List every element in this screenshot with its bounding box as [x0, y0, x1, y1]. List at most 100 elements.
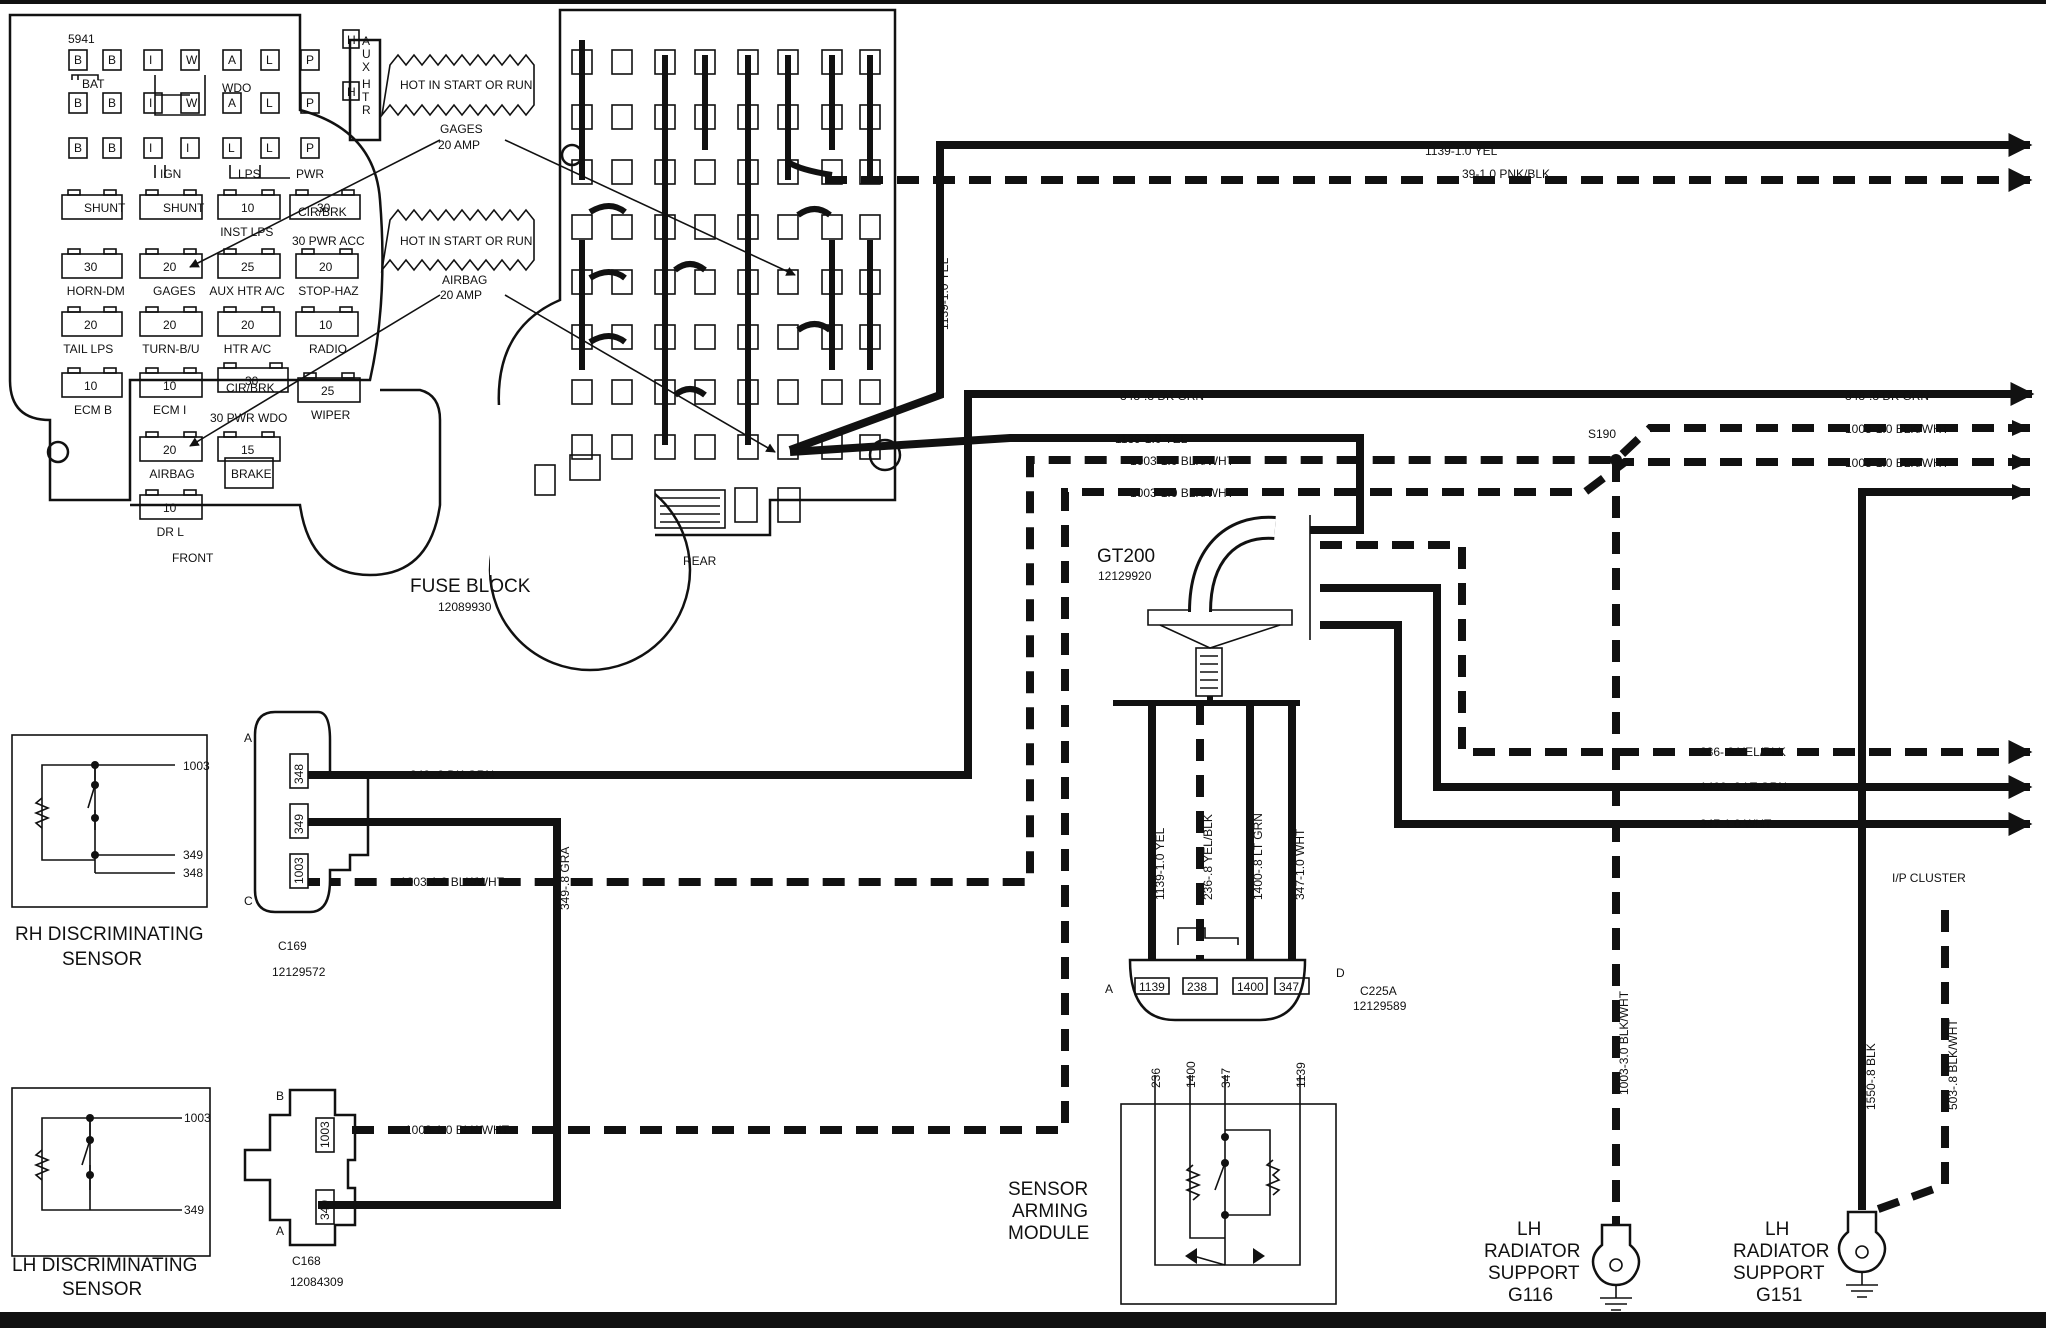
g151-label-4: G151	[1756, 1285, 1802, 1306]
sensor-arming-module: 236 1400 347 1139 SENSOR ARMING MODULE	[1008, 1061, 1337, 1305]
gages-leader-rear	[504, 139, 796, 276]
c225a-pin-box	[1232, 977, 1268, 995]
rh-pin-349: 349	[183, 848, 203, 862]
wdo-label: WDO	[222, 81, 251, 95]
rear-jumpers	[588, 159, 833, 398]
pwr-wdo-label: 30 PWR WDO	[210, 411, 287, 425]
c169-pin-num: 348	[292, 764, 306, 784]
rear-terminal	[694, 159, 716, 185]
sam-box	[1120, 1103, 1337, 1305]
c168-pin-box	[315, 1117, 335, 1153]
sam-label-1: SENSOR	[1008, 1179, 1088, 1200]
terminal-letter: A	[228, 53, 236, 67]
wire-1003-b: 1003-1.0 BLK/WHT 1003-1.0 BLK/WHT 1003-1…	[345, 456, 2030, 1137]
fuse-wiper	[297, 377, 361, 403]
terminal-box	[102, 49, 122, 71]
terminal-box	[102, 137, 122, 159]
fuse-gages	[139, 253, 203, 279]
wire-1003-3-label: 1003-3.0 BLK/WHT	[1617, 990, 1631, 1095]
cir-brk-2-label: CIR/BRK	[226, 381, 275, 395]
fuse-ecm-i-label: ECM I	[153, 403, 186, 417]
fuse-block-code: 5941	[68, 32, 95, 46]
c168-label: C168	[292, 1254, 321, 1268]
fuse-airbag-label: AIRBAG	[149, 467, 194, 481]
fuse-ecm-i	[139, 372, 203, 398]
fuse-radio-label: RADIO	[309, 342, 347, 356]
fuse-horn-value: 30	[84, 260, 98, 274]
c168-outline	[243, 1088, 357, 1247]
fuse-turn-value: 20	[163, 318, 177, 332]
wire-1003-c168-label: 1003-1.0 BLK/WHT	[405, 1123, 510, 1137]
htr-letter-t: T	[362, 90, 370, 104]
c225a-pin-num: 1400	[1237, 980, 1264, 994]
lh-sensor: 1003 349 LH DISCRIMINATING SENSOR	[11, 1087, 211, 1300]
wire-503: I/P CLUSTER 503-.8 BLK/WHT	[1868, 871, 1966, 1216]
c225a-pin-box	[1274, 977, 1310, 995]
fuse-radio-value: 10	[319, 318, 333, 332]
terminal-letter: I	[149, 96, 152, 110]
fuse-tail	[61, 311, 123, 337]
rear-terminal	[821, 379, 843, 405]
g116-label-3: SUPPORT	[1488, 1263, 1580, 1284]
terminal-box	[180, 49, 200, 71]
terminal-letter: B	[108, 96, 116, 110]
hot-text-2: HOT IN START OR RUN	[400, 234, 532, 248]
wire-1139-yel-top: 1139-1.0 YEL 1139-1.0 YEL	[788, 133, 2033, 454]
rear-terminal	[694, 214, 716, 240]
rear-label: REAR	[683, 554, 717, 568]
c225a-wire-1400: 1400-.8 LT GRN	[1251, 813, 1265, 900]
rear-terminal	[821, 214, 843, 240]
wire-1139-to-sam: 1139-1.0 YEL	[789, 432, 1364, 534]
terminal-box	[260, 92, 280, 114]
fuse-block-title: FUSE BLOCK	[410, 576, 531, 597]
fuse-brake-label: BRAKE	[231, 467, 272, 481]
terminal-box	[300, 92, 320, 114]
wire-1003-c169-label: 1003-1.0 BLK/WHT	[400, 875, 505, 889]
rear-terminal	[859, 214, 881, 240]
splice-s190: S190 1003-3.0 BLK/WHT	[1588, 427, 1631, 1225]
rear-relay	[654, 489, 726, 529]
fuse-wiper-value: 25	[321, 384, 335, 398]
gt200: GT200 12129920	[1097, 515, 1311, 706]
wire-39-pnk-blk: 39-1.0 PNK/BLK	[825, 167, 2033, 192]
lh-sensor-box	[11, 1087, 211, 1257]
aux-letter-u: U	[362, 47, 371, 61]
rear-terminal	[694, 269, 716, 295]
wire-1550-label: 1550-.8 BLK	[1864, 1043, 1878, 1110]
c225a-wire-236: 236-.8 YEL/BLK	[1201, 814, 1215, 900]
c225a-pin-a: A	[1105, 982, 1113, 996]
g116-label-1: LH	[1517, 1219, 1541, 1240]
lh-sensor-label-1: LH DISCRIMINATING	[12, 1255, 197, 1276]
ground-g116: LH RADIATOR SUPPORT G116	[1484, 1219, 1641, 1311]
terminal-letter: I	[149, 141, 152, 155]
wire-1139-mid-label: 1139-1.0 YEL	[1115, 432, 1188, 446]
wire-1003-right-a: 1003-1.0 BLK/WHT	[1845, 422, 1950, 436]
fuse-drl-value: 10	[163, 501, 177, 515]
rh-sensor-label-1: RH DISCRIMINATING	[15, 924, 204, 945]
wire-1003-a-label: 1003-1.0 BLK/WHT	[1130, 454, 1235, 468]
terminal-box	[180, 137, 200, 159]
terminal-box	[222, 92, 242, 114]
rear-terminal	[611, 104, 633, 130]
wire-1400: 1400-.8 LT GRN	[1320, 584, 2033, 799]
c168-pin-a: A	[276, 1224, 284, 1238]
fuse-ecm-b	[61, 372, 123, 398]
lh-pin-349: 349	[184, 1203, 204, 1217]
fuse-tail-value: 20	[84, 318, 98, 332]
g151-label-2: RADIATOR	[1733, 1241, 1829, 1262]
airbag-leader-front	[189, 294, 441, 447]
fuse-drl	[139, 494, 203, 520]
fuse-tail-label: TAIL LPS	[63, 342, 113, 356]
fuse-turn	[139, 311, 203, 337]
fuse-horn-label: HORN-DM	[67, 284, 125, 298]
aux-htr-tab	[348, 38, 382, 142]
brake-relay	[224, 457, 274, 489]
wire-349-gra: 349-.8 GRA	[318, 818, 572, 1209]
terminal-box	[143, 137, 163, 159]
aux-letter-a: A	[362, 34, 370, 48]
gages-amp: 20 AMP	[438, 138, 480, 152]
